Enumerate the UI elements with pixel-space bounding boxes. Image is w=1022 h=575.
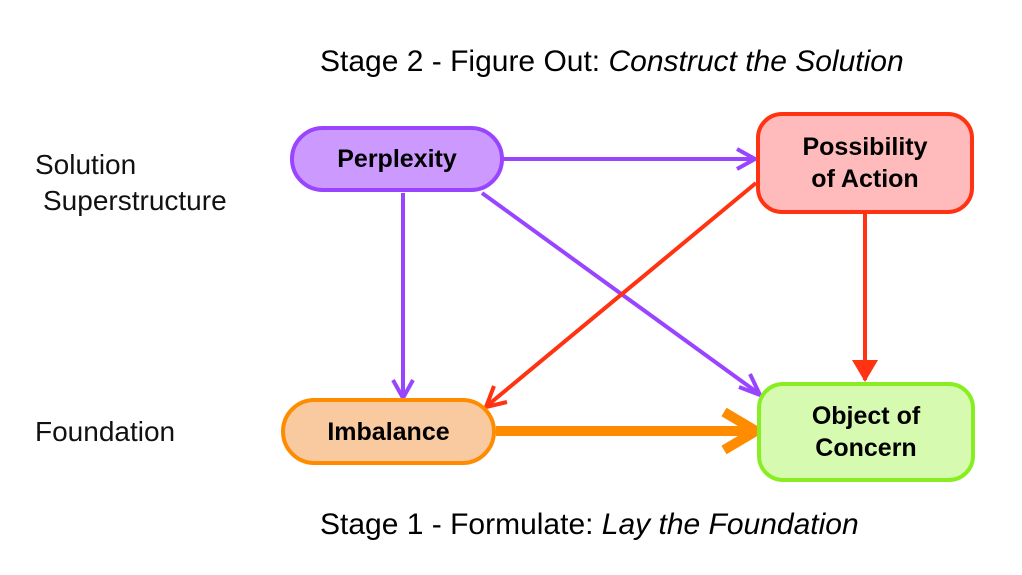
node-imbalance[interactable]: Imbalance [281, 398, 496, 465]
edge-possibility-to-imbalance [486, 181, 758, 407]
stage-1-title-prefix: Stage 1 - Formulate: [320, 508, 602, 541]
node-object-of-concern[interactable]: Object of Concern [757, 382, 975, 482]
arrowhead-icon [721, 407, 766, 455]
node-possibility-label-line-1: Possibility [802, 133, 928, 161]
row-label-solution-superstructure: Solution Superstructure [35, 147, 227, 219]
node-possibility-label-line-2: of Action [811, 165, 919, 193]
stage-2-title: Stage 2 - Figure Out: Construct the Solu… [320, 45, 904, 79]
node-object-label-line-2: Concern [815, 434, 917, 462]
stage-1-title-italic: Lay the Foundation [601, 508, 859, 541]
node-possibility-of-action[interactable]: Possibility of Action [756, 112, 974, 214]
arrowhead-icon [736, 147, 760, 171]
node-perplexity[interactable]: Perplexity [290, 126, 504, 192]
edge-perplexity-to-object [480, 191, 760, 395]
arrowhead-icon [852, 360, 878, 382]
row-label-line-1: Solution [35, 149, 137, 180]
node-imbalance-label: Imbalance [327, 417, 450, 446]
stage-1-title: Stage 1 - Formulate: Lay the Foundation [320, 508, 859, 542]
row-label-line-2: Superstructure [43, 185, 227, 216]
stage-2-title-italic: Construct the Solution [608, 45, 904, 78]
stage-2-title-prefix: Stage 2 - Figure Out: [320, 45, 609, 78]
row-label-foundation: Foundation [35, 416, 176, 447]
node-perplexity-label: Perplexity [337, 145, 457, 173]
node-object-label-line-1: Object of [811, 402, 921, 430]
